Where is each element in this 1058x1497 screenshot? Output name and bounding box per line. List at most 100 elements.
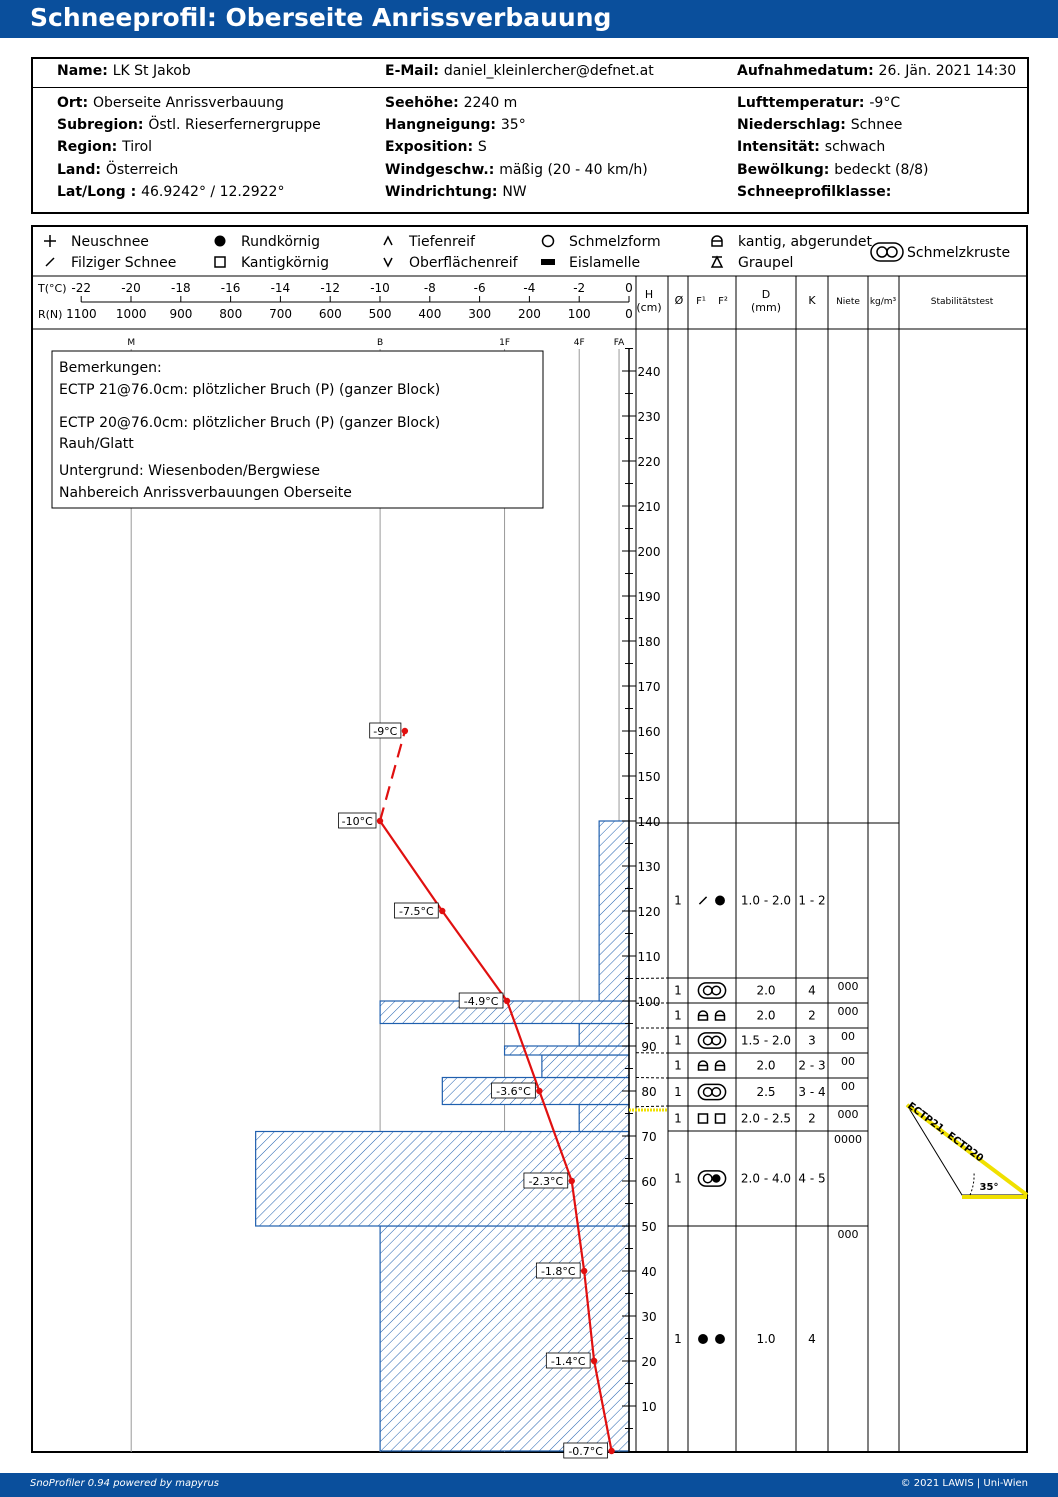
melt-crust-icon bbox=[697, 982, 727, 999]
height-tick-label: 30 bbox=[641, 1310, 656, 1324]
temperature-point bbox=[608, 1447, 615, 1455]
metadata-divider bbox=[33, 87, 1027, 88]
hardness-tick-label: 600 bbox=[319, 307, 342, 321]
square-icon bbox=[714, 1113, 726, 1124]
layer-niete: 000 bbox=[838, 980, 859, 993]
column-header-o: Ø bbox=[675, 294, 684, 307]
hardness-tick-label: 1000 bbox=[116, 307, 147, 321]
layer-grain-size: 1.0 bbox=[756, 1332, 775, 1346]
layer-grain-size: 1.5 - 2.0 bbox=[741, 1034, 791, 1048]
slope-indicator: 35°ECTP21, ECTP20 bbox=[905, 1101, 1029, 1199]
layer-niete: 000 bbox=[838, 1108, 859, 1121]
temperature-label: -4.9°C bbox=[464, 995, 499, 1008]
legend-label: Schmelzform bbox=[569, 234, 661, 250]
meta-subregion: Subregion: Östl. Rieserfernergruppe bbox=[57, 117, 321, 133]
filled-circle-icon bbox=[698, 1334, 708, 1344]
rounded-faceted-icon bbox=[714, 1060, 726, 1071]
temperature-tick-label: -16 bbox=[221, 281, 241, 295]
filled-circle-icon bbox=[715, 895, 725, 906]
legend-label: Rundkörnig bbox=[241, 234, 320, 250]
remarks-line: ECTP 21@76.0cm: plötzlicher Bruch (P) (g… bbox=[59, 382, 440, 398]
caret-down-icon bbox=[383, 257, 393, 268]
plus-icon bbox=[44, 235, 56, 247]
remarks-line: Nahbereich Anrissverbauungen Oberseite bbox=[59, 485, 352, 501]
temperature-label-box bbox=[491, 1082, 536, 1099]
legend-label: Neuschnee bbox=[71, 234, 149, 250]
meta-bewoelkung: Bewölkung: bedeckt (8/8) bbox=[737, 162, 929, 178]
layer-o: 1 bbox=[674, 1112, 682, 1126]
title-bar: Schneeprofil: Oberseite Anrissverbauung bbox=[0, 0, 1058, 38]
layer-hardness: 4 bbox=[808, 984, 816, 998]
layer-o: 1 bbox=[674, 984, 682, 998]
layer-hardness: 4 - 5 bbox=[798, 1172, 825, 1186]
remarks-box: Bemerkungen:ECTP 21@76.0cm: plötzlicher … bbox=[51, 350, 544, 509]
meta-latlong: Lat/Long : 46.9242° / 12.2922° bbox=[57, 184, 285, 200]
layer-grain-size: 1.0 - 2.0 bbox=[741, 894, 791, 908]
layer-connector bbox=[635, 1105, 669, 1108]
hardness-tick-label: 1100 bbox=[66, 307, 97, 321]
layer-niete: 00 bbox=[841, 1055, 855, 1068]
layer-o: 1 bbox=[674, 1059, 682, 1073]
hardness-axis-label: R(N) bbox=[38, 308, 62, 321]
layer-connector bbox=[635, 977, 669, 979]
slope-angle-label: 35° bbox=[980, 1182, 999, 1193]
meta-lufttemperatur: Lufttemperatur: -9°C bbox=[737, 95, 901, 111]
height-tick-label: 80 bbox=[641, 1085, 656, 1099]
temperature-label-box bbox=[545, 1352, 591, 1369]
bar-icon bbox=[541, 259, 555, 265]
layer-hardness: 2 - 3 bbox=[798, 1059, 825, 1073]
temperature-tick-label: -4 bbox=[523, 281, 535, 295]
hand-hardness-label: FA bbox=[614, 338, 625, 348]
layer-grain-size: 2.0 bbox=[756, 1059, 775, 1073]
temperature-tick-label: -20 bbox=[121, 281, 141, 295]
rounded-faceted-icon bbox=[711, 235, 723, 247]
height-tick-label: 190 bbox=[638, 590, 661, 604]
caret-up-icon bbox=[383, 235, 393, 246]
meta-windgeschw: Windgeschw.: mäßig (20 - 40 km/h) bbox=[385, 162, 648, 178]
column-header-niete: Niete bbox=[836, 297, 860, 307]
legend-label: Graupel bbox=[738, 255, 793, 271]
temperature-tick-label: -10 bbox=[370, 281, 390, 295]
height-tick-label: 90 bbox=[641, 1040, 656, 1054]
temperature-label: -1.8°C bbox=[541, 1265, 576, 1278]
record-date: Aufnahmedatum: 26. Jän. 2021 14:30 bbox=[737, 63, 1017, 79]
layer-niete: 00 bbox=[841, 1030, 855, 1043]
legend-label: Schmelzkruste bbox=[907, 245, 1010, 261]
height-tick-label: 220 bbox=[638, 455, 661, 469]
meta-niederschlag: Niederschlag: Schnee bbox=[737, 117, 903, 133]
temperature-label-box bbox=[458, 992, 504, 1009]
meta-profilklasse: Schneeprofilklasse: bbox=[737, 184, 892, 200]
height-tick-label: 180 bbox=[638, 635, 661, 649]
temperature-label: -2.3°C bbox=[529, 1175, 564, 1188]
hardness-bar bbox=[379, 1000, 630, 1025]
hardness-tick-label: 500 bbox=[369, 307, 392, 321]
hardness-tick-label: 0 bbox=[625, 307, 633, 321]
temperature-label-box bbox=[523, 1172, 569, 1189]
layer-o: 1 bbox=[674, 894, 682, 908]
temperature-tick-label: -8 bbox=[424, 281, 436, 295]
height-tick-label: 10 bbox=[641, 1400, 656, 1414]
meta-region: Region: Tirol bbox=[57, 139, 153, 155]
column-header-f1: F¹ bbox=[696, 296, 706, 307]
temperature-tick-label: -2 bbox=[573, 281, 585, 295]
temperature-point bbox=[580, 1267, 588, 1275]
hardness-tick-label: 400 bbox=[418, 307, 441, 321]
footer-credit: SnoProfiler 0.94 powered by mapyrus bbox=[30, 1478, 220, 1489]
height-tick-label: 40 bbox=[641, 1265, 656, 1279]
circle-icon bbox=[541, 234, 555, 248]
remarks-line: Rauh/Glatt bbox=[59, 436, 134, 452]
temperature-label: -3.6°C bbox=[496, 1085, 531, 1098]
layer-niete: 000 bbox=[838, 1005, 859, 1018]
hardness-tick-label: 700 bbox=[269, 307, 292, 321]
temperature-label-box bbox=[535, 1262, 581, 1279]
layer-grain-size: 2.0 bbox=[756, 1009, 775, 1023]
slash-icon bbox=[45, 257, 55, 267]
layer-hardness: 2 bbox=[808, 1112, 816, 1126]
height-tick-label: 170 bbox=[638, 680, 661, 694]
slope-arc bbox=[969, 1171, 975, 1196]
